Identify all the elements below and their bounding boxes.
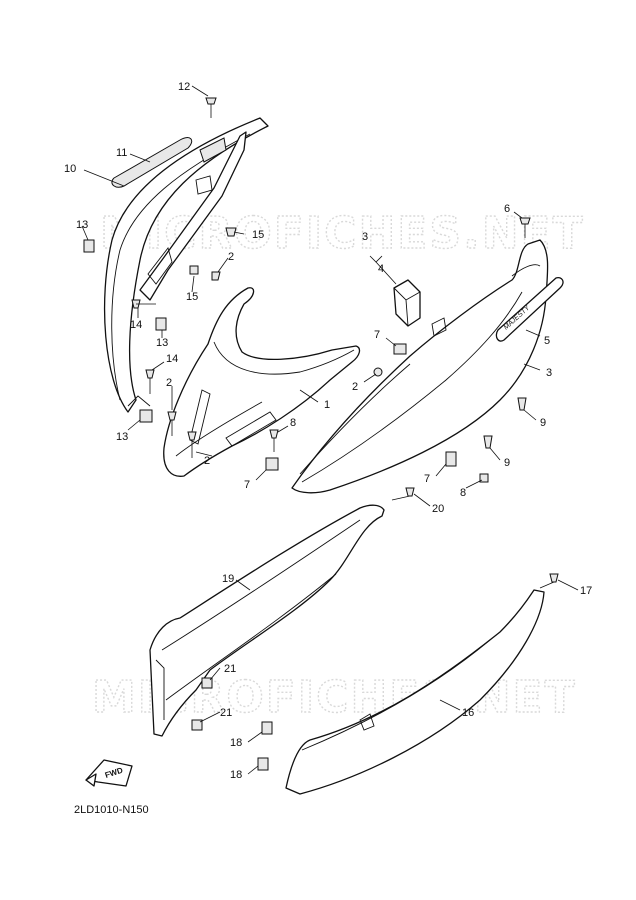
callout-18-bottom: 18 — [230, 769, 242, 781]
part-10-inner-bracket — [139, 131, 247, 301]
callout-17: 17 — [580, 585, 592, 597]
callout-13-top: 13 — [76, 219, 88, 231]
callout-10: 10 — [64, 163, 76, 175]
part-11-trim-strip — [111, 137, 193, 188]
drawing-code: 2LD1010-N150 — [74, 804, 149, 816]
callout-8-right: 8 — [460, 487, 466, 499]
callout-7-top: 7 — [374, 329, 380, 341]
callout-7-bottom: 7 — [424, 473, 430, 485]
part-19-lower-side-panel — [149, 504, 385, 737]
part-1-front-inner-panel — [163, 287, 361, 477]
fasteners — [83, 97, 559, 771]
callout-21-top: 21 — [224, 663, 236, 675]
callout-21-bottom: 21 — [220, 707, 232, 719]
callout-3-right: 3 — [546, 367, 552, 379]
part-3-side-cover — [291, 239, 549, 494]
callout-14-left: 14 — [130, 319, 142, 331]
callout-8-left: 8 — [290, 417, 296, 429]
callout-2-bottom: 2 — [204, 455, 210, 467]
callout-9-bottom: 9 — [504, 457, 510, 469]
part-16-lower-side-panel — [285, 589, 545, 795]
callout-13-mid: 13 — [156, 337, 168, 349]
callout-1: 1 — [324, 399, 330, 411]
callout-2-right: 2 — [352, 381, 358, 393]
callout-19: 19 — [222, 573, 234, 585]
callout-3-top: 3 — [362, 231, 368, 243]
callout-7-left: 7 — [244, 479, 250, 491]
callout-12: 12 — [178, 81, 190, 93]
callout-11: 11 — [116, 147, 127, 159]
callout-9-top: 9 — [540, 417, 546, 429]
callout-13-bottom: 13 — [116, 431, 128, 443]
callout-18-top: 18 — [230, 737, 242, 749]
callout-5: 5 — [544, 335, 550, 347]
part-4-block — [393, 279, 421, 327]
fwd-arrow-icon: FWD — [85, 759, 133, 787]
callout-15-lower: 15 — [186, 291, 198, 303]
callout-6: 6 — [504, 203, 510, 215]
callout-2-top: 2 — [228, 251, 234, 263]
callout-15-right: 15 — [252, 229, 264, 241]
leader-lines — [81, 85, 579, 775]
callout-labels: 12 11 10 13 15 2 15 14 13 14 2 13 1 2 8 … — [64, 81, 592, 781]
callout-4: 4 — [378, 263, 384, 275]
callout-14-lower: 14 — [166, 353, 178, 365]
callout-16: 16 — [462, 707, 474, 719]
callout-20: 20 — [432, 503, 444, 515]
callout-2-left: 2 — [166, 377, 172, 389]
